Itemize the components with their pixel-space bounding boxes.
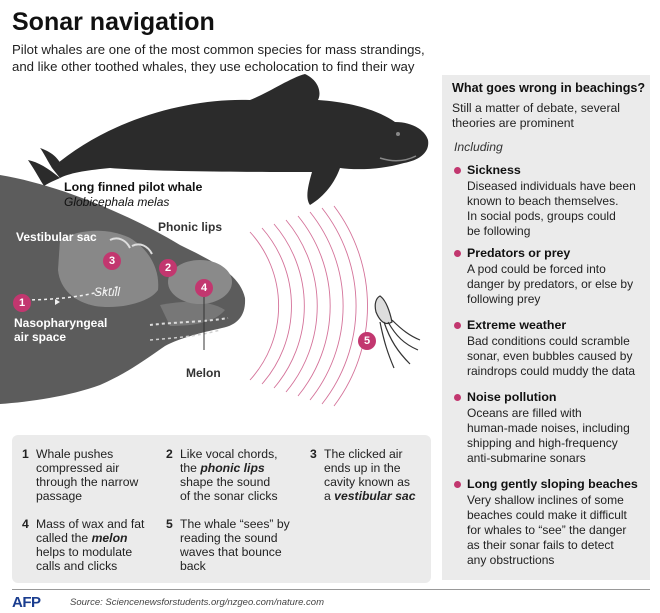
step-line: reading the sound bbox=[180, 531, 278, 545]
step-line: compressed air bbox=[36, 461, 120, 475]
badge-5: 5 bbox=[358, 332, 376, 350]
reason-text: Bad conditions could scramble sonar, eve… bbox=[467, 334, 636, 378]
step-line: back bbox=[180, 559, 206, 573]
label-phonic-lips: Phonic lips bbox=[158, 220, 223, 234]
step-line: cavity known as bbox=[324, 475, 411, 489]
page-subtitle: Pilot whales are one of the most common … bbox=[12, 42, 425, 74]
badge-2: 2 bbox=[159, 259, 177, 277]
step-line: waves that bounce bbox=[180, 545, 282, 559]
step-line: calls and clicks bbox=[36, 559, 118, 573]
reason-title: Predators or prey bbox=[467, 246, 571, 260]
reason-text: Diseased individuals have been known to … bbox=[467, 179, 636, 238]
step-line: of the sonar clicks bbox=[180, 489, 278, 503]
reason-title: Sickness bbox=[467, 163, 521, 177]
bullet-dot bbox=[454, 394, 461, 401]
bullet-dot bbox=[454, 322, 461, 329]
squid-drawing bbox=[374, 295, 421, 369]
panel-intro: Still a matter of debate, several theori… bbox=[452, 101, 647, 131]
step-line: Mass of wax and fat bbox=[36, 517, 145, 531]
panel-intro-line: theories are prominent bbox=[452, 116, 574, 130]
reason-title: Long gently sloping beaches bbox=[467, 477, 638, 491]
panel-intro-line: Still a matter of debate, several bbox=[452, 101, 621, 115]
step-line: the phonic lips bbox=[180, 461, 265, 475]
whale-latin-name: Globicephala melas bbox=[64, 195, 170, 209]
step-line: The whale “sees” by bbox=[180, 517, 290, 531]
source-credit: Source: Sciencenewsforstudents.org/nzgeo… bbox=[70, 597, 324, 608]
step-line: through the narrow bbox=[36, 475, 139, 489]
bullet-dot bbox=[454, 167, 461, 174]
label-nasopharyngeal: Nasopharyngeal bbox=[14, 316, 108, 330]
step-line: shape the sound bbox=[180, 475, 271, 489]
reason-text: A pod could be forced into danger by pre… bbox=[467, 262, 634, 306]
sonar-waves bbox=[249, 205, 368, 407]
step-number: 2 bbox=[166, 447, 173, 461]
reason-title: Noise pollution bbox=[467, 390, 557, 404]
badge-1: 1 bbox=[13, 294, 31, 312]
step-line: passage bbox=[36, 489, 83, 503]
step-line: Like vocal chords, bbox=[180, 447, 278, 461]
step-number: 3 bbox=[310, 447, 317, 461]
afp-logo: AFP bbox=[12, 594, 41, 611]
step-line: a vestibular sac bbox=[324, 489, 416, 503]
badge-4: 4 bbox=[195, 279, 213, 297]
footer-divider bbox=[12, 589, 650, 590]
label-air-space: air space bbox=[14, 330, 67, 344]
step-number: 4 bbox=[22, 517, 29, 531]
badge-3: 3 bbox=[103, 252, 121, 270]
phonic-lips-emphasis: phonic lips bbox=[200, 461, 265, 475]
reason-text: Very shallow inclines of some beaches co… bbox=[467, 493, 627, 567]
vestibular-sac-emphasis: vestibular sac bbox=[334, 489, 416, 503]
panel-including: Including bbox=[454, 140, 503, 154]
step-line: called the melon bbox=[36, 531, 128, 545]
step-number: 1 bbox=[22, 447, 29, 461]
panel-title: What goes wrong in beachings? bbox=[452, 81, 646, 95]
step-line: helps to modulate bbox=[36, 545, 133, 559]
step-number: 5 bbox=[166, 517, 173, 531]
page-title: Sonar navigation bbox=[12, 8, 215, 36]
beachings-panel: What goes wrong in beachings? Still a ma… bbox=[442, 75, 650, 580]
bullet-dot bbox=[454, 250, 461, 257]
label-skull: Skull bbox=[94, 285, 121, 299]
pilot-whale-drawing bbox=[28, 74, 429, 205]
step-line: Whale pushes bbox=[36, 447, 114, 461]
steps-box: 1 Whale pushes compressed air through th… bbox=[12, 435, 431, 583]
step-line: ends up in the bbox=[324, 461, 401, 475]
whale-common-name: Long finned pilot whale bbox=[64, 180, 203, 194]
melon-emphasis: melon bbox=[91, 531, 128, 545]
label-vestibular-sac: Vestibular sac bbox=[16, 230, 97, 244]
label-melon: Melon bbox=[186, 366, 221, 380]
reason-title: Extreme weather bbox=[467, 318, 567, 332]
step-line: The clicked air bbox=[324, 447, 403, 461]
reason-text: Oceans are filled with human-made noises… bbox=[467, 406, 630, 465]
bullet-dot bbox=[454, 481, 461, 488]
